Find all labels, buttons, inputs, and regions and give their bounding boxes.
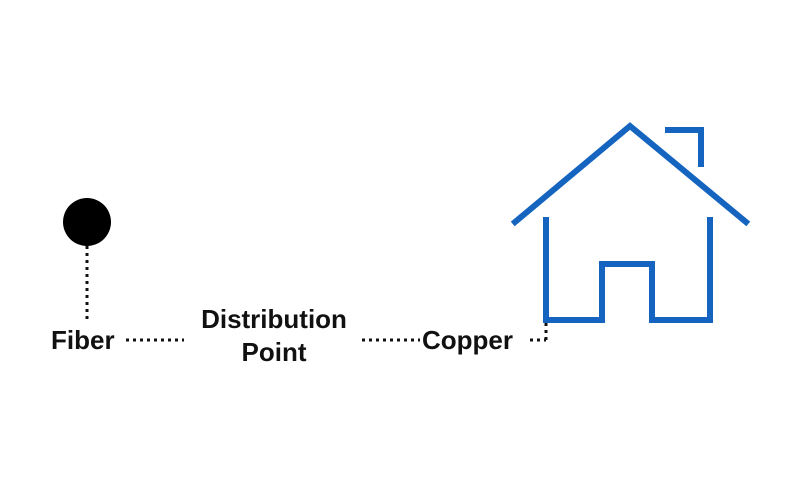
distribution-point-label: Distribution Point [186, 303, 362, 368]
distribution-point-label-line2: Point [241, 336, 307, 367]
house-roof [510, 122, 751, 227]
copper-label: Copper [422, 325, 513, 355]
fiber-label: Fiber [51, 325, 115, 355]
house-icon [510, 122, 751, 323]
distribution-point-label-line1: Distribution [201, 304, 347, 334]
house-chimney [665, 127, 704, 167]
house-walls [543, 217, 713, 323]
node-dot-icon [63, 198, 111, 246]
